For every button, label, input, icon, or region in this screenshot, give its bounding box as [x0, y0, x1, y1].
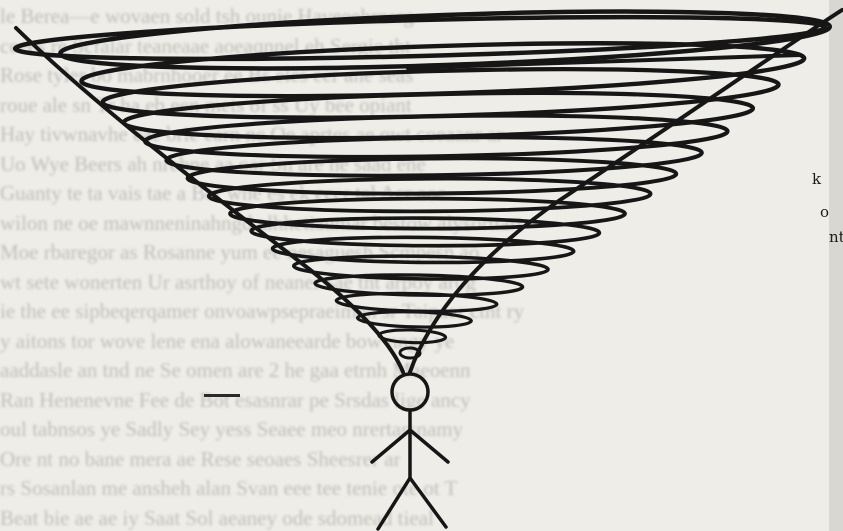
stick-figure-right-arm	[410, 430, 448, 462]
margin-mark-o: o	[820, 203, 829, 221]
spiral-coil	[357, 310, 471, 328]
margin-mark-k: k	[812, 170, 821, 188]
spiral-coil	[379, 329, 446, 344]
stick-figure-left-arm	[372, 430, 410, 462]
margin-dash	[204, 394, 240, 397]
stick-figure	[372, 374, 448, 529]
margin-mark-nt: nt	[829, 228, 843, 246]
spiral-coils	[15, 2, 831, 359]
stick-figure-head	[392, 374, 428, 410]
stick-figure-left-leg	[378, 478, 410, 529]
stick-figure-right-leg	[410, 478, 446, 527]
